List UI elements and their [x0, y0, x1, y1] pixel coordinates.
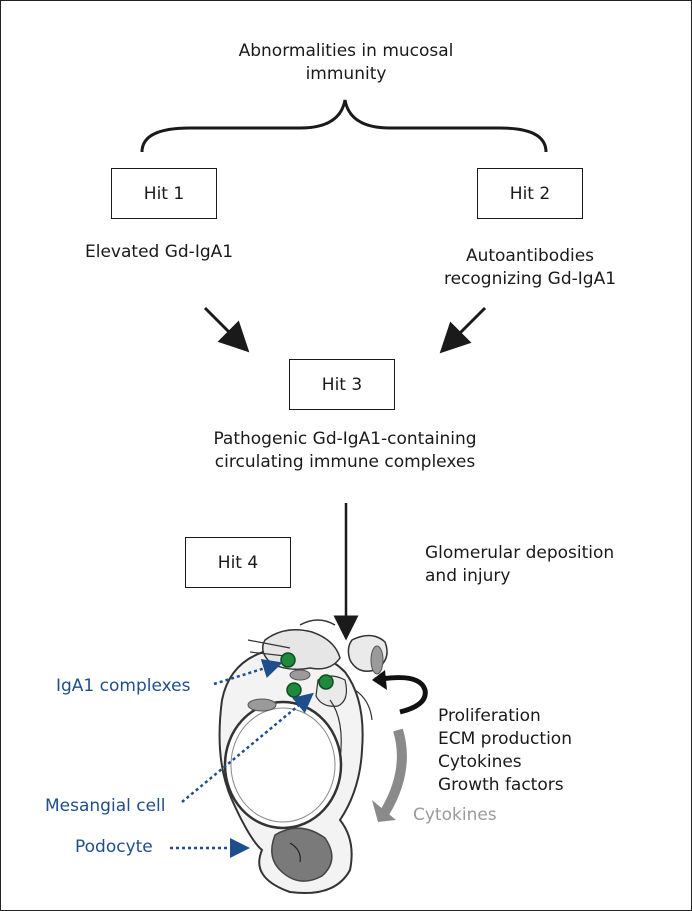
- cytokines-label: Cytokines: [413, 805, 497, 825]
- hit3-text-line2: circulating immune complexes: [214, 452, 476, 472]
- hit2-text-line2: recognizing Gd-IgA1: [443, 269, 617, 289]
- arrow-hit2-to-hit3: [439, 306, 487, 354]
- top-label-line2: immunity: [305, 64, 387, 84]
- effect-ecm-production: ECM production: [438, 729, 572, 749]
- top-label-line1: Abnormalities in mucosal: [238, 41, 454, 61]
- label-iga1-complexes: IgA1 complexes: [56, 676, 191, 696]
- label-mesangial-cell: Mesangial cell: [45, 796, 166, 816]
- hit4-text-line2: and injury: [425, 566, 511, 586]
- pointer-iga1: [213, 658, 283, 686]
- hit3-text-line1: Pathogenic Gd-IgA1-containing: [213, 429, 477, 449]
- curved-arrow-black: [374, 675, 428, 715]
- pointer-mesangial: [181, 692, 314, 803]
- effect-growth-factors: Growth factors: [438, 775, 564, 795]
- effect-proliferation: Proliferation: [438, 706, 541, 726]
- label-podocyte: Podocyte: [75, 837, 153, 857]
- arrow-hit1-to-hit3: [203, 306, 250, 353]
- curved-arrow-gray: [380, 728, 407, 815]
- hit3-box: Hit 3: [289, 359, 395, 410]
- glomerulus-illustration: [218, 619, 388, 894]
- effect-cytokines: Cytokines: [438, 752, 522, 772]
- hit2-box: Hit 2: [477, 168, 583, 219]
- hit1-text: Elevated Gd-IgA1: [85, 242, 234, 262]
- hit2-text-line1: Autoantibodies: [465, 246, 595, 266]
- hit1-box: Hit 1: [111, 168, 217, 219]
- hit4-box: Hit 4: [185, 537, 291, 588]
- hit4-text-line1: Glomerular deposition: [425, 543, 615, 563]
- curly-brace: [140, 99, 548, 153]
